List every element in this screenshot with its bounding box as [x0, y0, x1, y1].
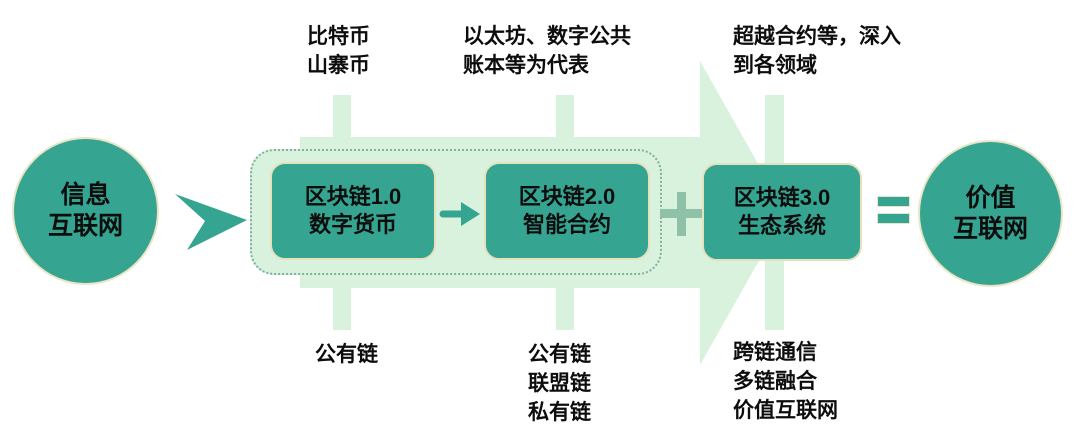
bottom-note-stage2-line1: 公有链 [528, 343, 591, 366]
right-node-line2: 互联网 [952, 214, 1028, 243]
connector-bar-bottom-3 [765, 238, 784, 330]
left-node-line2: 互联网 [47, 212, 123, 240]
plus-operator [660, 191, 704, 236]
bottom-note-stage3-line2: 多链融合 [733, 370, 817, 393]
equals-bar-top [877, 196, 910, 207]
top-note-stage1-line1: 比特币 [307, 25, 370, 48]
stage-arrow-icon [439, 202, 480, 226]
stage2-subtitle: 智能合约 [522, 212, 611, 237]
top-note-stage3: 超越合约等，深入 到各领域 [733, 22, 901, 80]
bottom-note-stage2: 公有链 联盟链 私有链 [528, 340, 591, 427]
top-note-stage2: 以太坊、数字公共 账本等为代表 [463, 22, 631, 80]
stage2-title: 区块链2.0 [518, 184, 616, 209]
top-note-stage2-line2: 账本等为代表 [463, 54, 589, 77]
equals-bar-bottom [877, 213, 910, 224]
bottom-note-stage3-line3: 价值互联网 [733, 399, 838, 422]
bottom-note-stage2-line3: 私有链 [528, 401, 591, 424]
bottom-note-stage1: 公有链 [315, 340, 378, 369]
right-node-circle: 价值 互联网 [918, 140, 1063, 287]
stage-box-blockchain-1: 区块链1.0 数字货币 [270, 162, 436, 260]
stage1-title: 区块链1.0 [304, 184, 402, 209]
bottom-note-stage3: 跨链通信 多链融合 价值互联网 [733, 338, 838, 425]
top-note-stage3-line1: 超越合约等，深入 [733, 25, 901, 48]
stage-box-blockchain-2: 区块链2.0 智能合约 [484, 162, 650, 260]
right-node-line1: 价值 [965, 183, 1016, 212]
bottom-note-stage2-line2: 联盟链 [528, 372, 591, 395]
equals-operator [877, 196, 910, 226]
stage-box-blockchain-3: 区块链3.0 生态系统 [702, 163, 862, 261]
bottom-note-stage3-line1: 跨链通信 [733, 341, 817, 364]
left-node-circle: 信息 互联网 [12, 137, 159, 285]
flow-arrow-icon [175, 194, 247, 250]
bottom-note-stage1-line1: 公有链 [315, 343, 378, 366]
top-note-stage1-line2: 山寨币 [307, 54, 370, 77]
stage3-subtitle: 生态系统 [737, 213, 826, 238]
stage3-title: 区块链3.0 [733, 185, 831, 210]
stage1-subtitle: 数字货币 [308, 212, 397, 237]
top-note-stage2-line1: 以太坊、数字公共 [463, 25, 631, 48]
left-node-line1: 信息 [60, 181, 111, 209]
top-note-stage1: 比特币 山寨币 [307, 22, 370, 80]
top-note-stage3-line2: 到各领域 [733, 54, 817, 77]
